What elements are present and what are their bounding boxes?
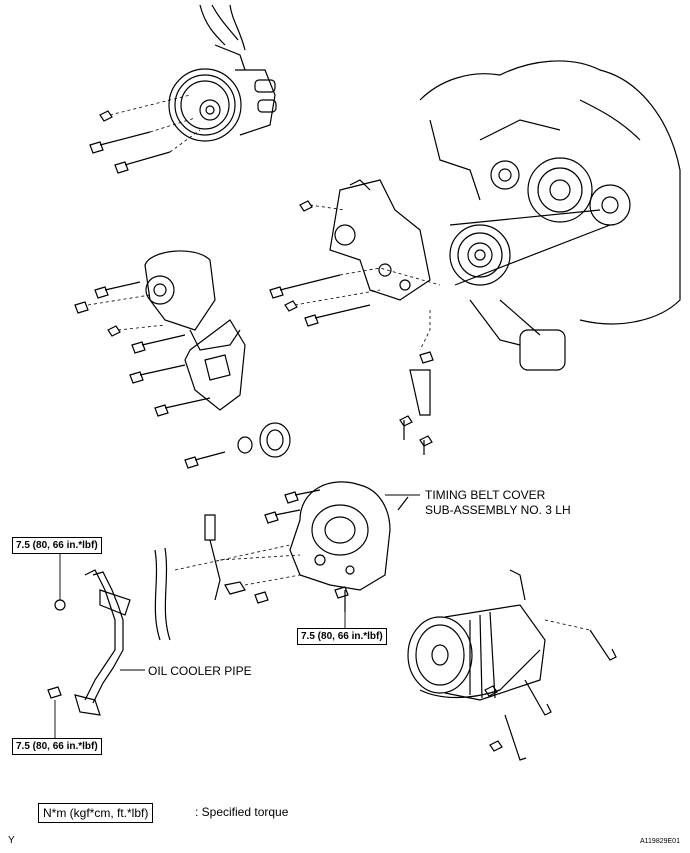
timing-belt-cover-label-line1: TIMING BELT COVER — [425, 488, 546, 502]
idler-pulley — [184, 422, 291, 469]
belt-tensioner — [144, 250, 246, 411]
sensor-parts — [399, 351, 434, 455]
footer-left-mark: Y — [8, 835, 15, 846]
bracket-bolts — [269, 200, 371, 327]
legend-description: : Specified torque — [195, 805, 289, 819]
pump-bolts — [89, 110, 171, 174]
oil-cooler-pipe — [47, 569, 131, 716]
pump-leader-lines — [109, 94, 201, 153]
torque-spec-center: 7.5 (80, 66 in.*lbf) — [297, 628, 387, 645]
timing-belt-cover-label-line2: SUB-ASSEMBLY NO. 3 LH — [425, 503, 571, 517]
ac-compressor — [407, 569, 617, 761]
oil-cooler-pipe-label: OIL COOLER PIPE — [148, 664, 252, 678]
power-steering-pump — [168, 44, 277, 142]
torque-spec-top-left: 7.5 (80, 66 in.*lbf) — [12, 537, 102, 554]
hose-top — [199, 4, 246, 51]
cover-bolts — [254, 489, 349, 612]
compressor-bracket — [329, 179, 431, 301]
figure-id: A119829E01 — [640, 838, 680, 845]
wire-harness — [154, 514, 246, 641]
tensioner-bolts — [74, 281, 211, 417]
engine-block — [419, 60, 681, 371]
timing-belt-cover — [289, 481, 409, 591]
torque-spec-bottom-left: 7.5 (80, 66 in.*lbf) — [12, 738, 102, 755]
legend-unit-box: N*m (kgf*cm, ft.*lbf) — [38, 803, 154, 823]
